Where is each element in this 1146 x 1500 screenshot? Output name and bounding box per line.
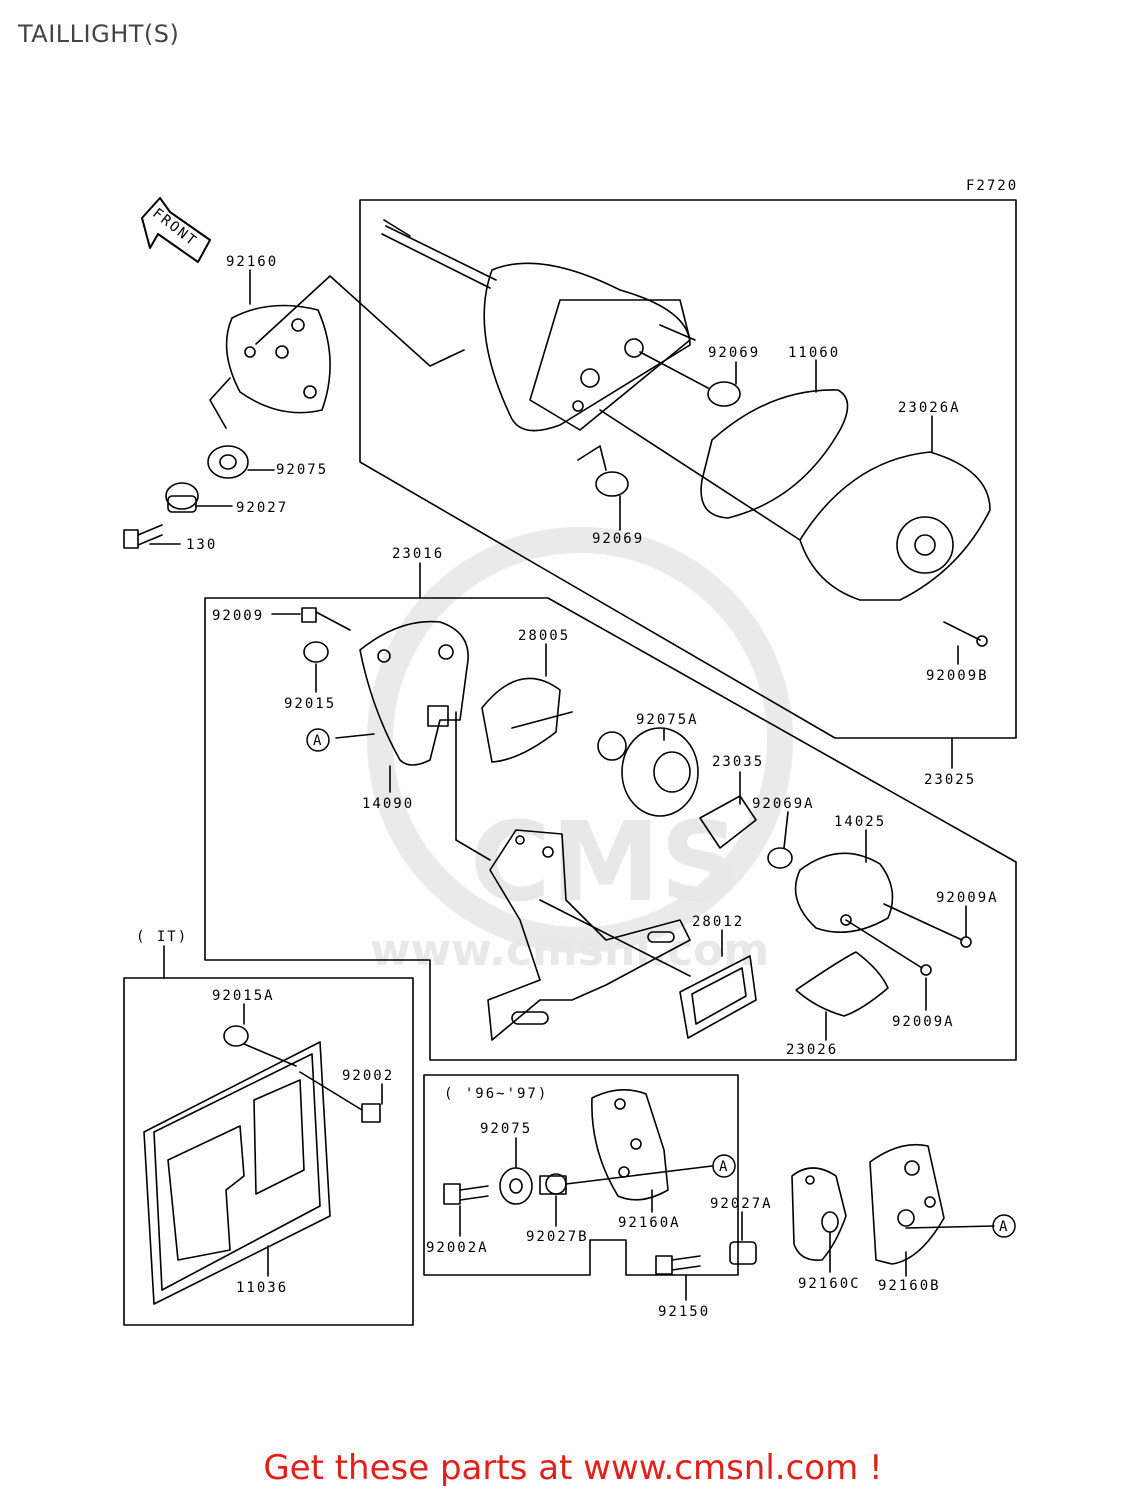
ref-marker-label: A: [313, 733, 323, 749]
outline-it: [123, 977, 414, 1326]
ref-marker-label: A: [719, 1159, 729, 1175]
watermark: CMS www.cmsnl.com: [367, 527, 793, 976]
outline-years: [423, 1074, 739, 1276]
part-label: 92009B: [926, 668, 989, 684]
part-label: 23026A: [898, 400, 961, 416]
part-92069A-bulb: [767, 847, 793, 869]
part-92160A-plate: [591, 1089, 669, 1201]
part-label: 92160: [226, 254, 278, 270]
part-label: 92002A: [426, 1240, 489, 1256]
part-label: 92075: [276, 462, 328, 478]
promo-footer-link[interactable]: Get these parts at www.cmsnl.com !: [263, 1448, 883, 1488]
part-taillight-housing: [381, 219, 696, 432]
part-label: 11060: [788, 345, 840, 361]
part-label: 23025: [924, 772, 976, 788]
part-23035-clip: [699, 795, 757, 849]
part-label: 14090: [362, 796, 414, 812]
part-92009B-screw: [943, 621, 988, 647]
part-92009A-screw-lower: [845, 919, 932, 976]
part-label: 92075A: [636, 712, 699, 728]
part-14025-housing: [794, 852, 894, 934]
part-92015-nut: [303, 641, 329, 663]
part-label: 92160A: [618, 1215, 681, 1231]
outline-23025: [359, 199, 1017, 739]
part-label: 92069A: [752, 796, 815, 812]
part-92160B-plate: [869, 1143, 945, 1265]
part-92027-collar: [165, 482, 199, 513]
part-92075-washer: [207, 445, 249, 479]
part-92002A-bolt: [443, 1183, 489, 1205]
part-92160-cover: [225, 304, 331, 414]
part-92027A-collar: [729, 1241, 757, 1265]
part-92015A-nut: [223, 1025, 297, 1067]
part-label: 23016: [392, 546, 444, 562]
part-label: 92027B: [526, 1229, 589, 1245]
part-92002-bolt: [299, 1071, 381, 1123]
region-label-it: ( IT): [136, 929, 188, 945]
ref-marker-A: [306, 728, 1016, 1238]
part-label: 92015A: [212, 988, 275, 1004]
part-92075A-socket: [597, 727, 699, 817]
part-label: 92027A: [710, 1196, 773, 1212]
part-label: 92160B: [878, 1278, 941, 1294]
ref-marker-label: A: [999, 1219, 1009, 1235]
part-label: 92069: [592, 531, 644, 547]
part-label: 92150: [658, 1304, 710, 1320]
part-130-bolt: [123, 524, 163, 549]
part-label: 130: [186, 537, 217, 553]
part-label: 92009A: [892, 1014, 955, 1030]
part-92075-washer-small: [499, 1167, 533, 1205]
part-14090-bracket: [359, 620, 469, 766]
part-92160C-bracket: [791, 1167, 847, 1261]
part-label: 92009A: [936, 890, 999, 906]
part-label: 11036: [236, 1280, 288, 1296]
part-label: 14025: [834, 814, 886, 830]
part-23026A-lens: [799, 451, 991, 601]
page-title: TAILLIGHT(S): [18, 20, 180, 48]
part-23026-shade: [795, 951, 889, 1017]
watermark-url: www.cmsnl.com: [370, 925, 769, 976]
part-license-bracket: [487, 829, 691, 1041]
part-11060-gasket: [700, 389, 849, 519]
part-92009A-screw-upper: [883, 903, 972, 948]
part-label: 92027: [236, 500, 288, 516]
part-28005-holder: [481, 677, 573, 763]
part-label: 28012: [692, 914, 744, 930]
part-label: 92069: [708, 345, 760, 361]
part-label: 92002: [342, 1068, 394, 1084]
region-label-years: ( '96~'97): [444, 1086, 548, 1102]
part-label: 23026: [786, 1042, 838, 1058]
part-label: 28005: [518, 628, 570, 644]
front-arrow-icon: [141, 197, 211, 263]
part-92027B-collar: [539, 1173, 567, 1195]
part-label: 92075: [480, 1121, 532, 1137]
part-label: 92009: [212, 608, 264, 624]
figure-code: F2720: [966, 178, 1018, 194]
part-label: 23035: [712, 754, 764, 770]
part-label: 92015: [284, 696, 336, 712]
exploded-parts-diagram: CMS www.cmsnl.com: [123, 178, 1018, 1326]
part-11036-plate: [143, 1041, 331, 1305]
part-92009-bolt: [301, 607, 351, 631]
part-92069-bulb-upper: [639, 351, 741, 407]
part-92150-bolt: [655, 1255, 701, 1275]
part-92069-bulb-lower: [577, 445, 629, 497]
part-28012-reflector: [679, 955, 757, 1039]
outline-23016: [204, 597, 1017, 1061]
watermark-brand: CMS: [470, 798, 739, 926]
part-label: 92160C: [798, 1276, 861, 1292]
